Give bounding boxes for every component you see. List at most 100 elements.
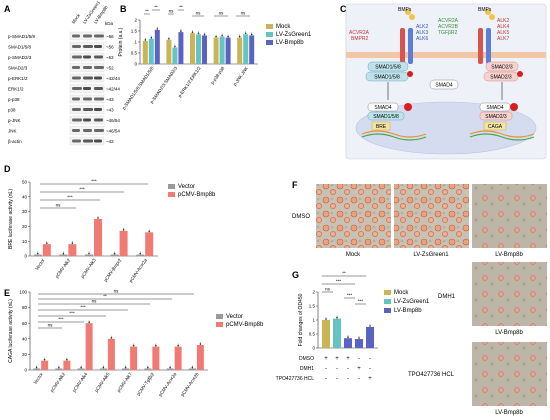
bar bbox=[188, 368, 196, 370]
right-alk-label: ALK7 bbox=[497, 36, 509, 42]
bar bbox=[33, 254, 42, 256]
blot-band bbox=[94, 45, 102, 48]
x-tick-label: p-p38:p38 bbox=[210, 65, 226, 85]
y-axis-label: BRE luciferase activity (nL) bbox=[8, 189, 14, 249]
smad158-label: SMAD1/5/8 bbox=[373, 114, 399, 120]
treatment-mark: - bbox=[369, 366, 371, 372]
x-tick-label: pCMV-Alk4 bbox=[71, 371, 88, 393]
data-point bbox=[221, 34, 223, 37]
treatment-mark: - bbox=[336, 366, 338, 372]
left-receptor-label: BMPR2 bbox=[351, 36, 368, 42]
data-point bbox=[347, 336, 349, 339]
bmps-label: BMPs bbox=[478, 7, 492, 13]
legend-swatch bbox=[216, 322, 223, 327]
bar bbox=[85, 254, 93, 256]
y-tick-label: 40 bbox=[22, 336, 28, 341]
bmp-ligand-icon bbox=[409, 14, 415, 20]
receptor-icon bbox=[478, 28, 483, 64]
blot-kda-value: ~56 bbox=[106, 34, 114, 39]
legend-label: Mock bbox=[276, 24, 291, 30]
significance-label: *** bbox=[58, 317, 64, 322]
blot-kda-value: ~46/54 bbox=[106, 129, 120, 134]
x-tick-label: Vector bbox=[33, 371, 45, 385]
legend-label: LV-ZsGreen1 bbox=[394, 299, 430, 305]
right-receptor-label: ACVR2A bbox=[438, 18, 459, 24]
data-point bbox=[191, 366, 194, 369]
significance-label: *** bbox=[347, 293, 353, 298]
significance-label: *** bbox=[80, 305, 86, 310]
data-point bbox=[215, 35, 217, 38]
blot-band bbox=[72, 45, 81, 48]
bar bbox=[94, 219, 102, 256]
x-tick-label: pCMV-Tgfβr2 bbox=[136, 371, 156, 396]
blot-row-label: β-actin bbox=[8, 139, 22, 144]
treatment-mark: + bbox=[324, 356, 328, 362]
significance-label: ns bbox=[169, 9, 175, 14]
dna-icon bbox=[469, 133, 535, 141]
bar bbox=[178, 32, 184, 64]
legend-label: Mock bbox=[394, 290, 409, 296]
data-point bbox=[168, 38, 170, 40]
dna-icon bbox=[469, 130, 535, 138]
smad23-label: SMAD2/3 bbox=[490, 75, 512, 81]
y-tick-label: 100 bbox=[19, 290, 27, 295]
significance-label: ns bbox=[56, 203, 62, 208]
data-point bbox=[177, 344, 179, 347]
significance-label: ns bbox=[48, 323, 54, 328]
panel-f-micrographs: DMSO Mock LV-ZsGreen1 LV-Bmp8b DMH1 TPO4… bbox=[292, 184, 547, 416]
data-point bbox=[139, 252, 141, 255]
bar bbox=[243, 34, 249, 64]
panel-a-blot: Mock LV-ZsGreen1 LV-Bmp8b kDa p-SMAD1/5/… bbox=[8, 0, 120, 146]
y-tick-label: 50 bbox=[22, 180, 28, 185]
y-tick-label: 1 bbox=[312, 318, 315, 323]
y-tick-label: 80 bbox=[22, 305, 28, 310]
legend-swatch bbox=[384, 308, 391, 313]
blot-band bbox=[72, 87, 82, 90]
blot-row-label: p-ERK1/2 bbox=[8, 76, 28, 81]
panel-letter-e: E bbox=[4, 288, 10, 298]
bmp-ligand-icon bbox=[485, 9, 491, 15]
legend-swatch bbox=[384, 299, 391, 304]
micrograph-tpo bbox=[472, 342, 547, 406]
data-point bbox=[174, 45, 176, 48]
x-tick-label: pCMV-Acvr2a bbox=[157, 371, 177, 397]
treatment-mark: - bbox=[358, 356, 360, 362]
micro-caption: LV-ZsGreen1 bbox=[413, 252, 449, 258]
bar bbox=[148, 38, 154, 64]
bar bbox=[344, 338, 352, 348]
treatment-mark: - bbox=[369, 356, 371, 362]
treatment-mark: - bbox=[325, 376, 327, 382]
data-point bbox=[244, 32, 247, 35]
smad23-label: SMAD2/3 bbox=[491, 65, 513, 71]
legend-label: LV-ZsGreen1 bbox=[276, 32, 312, 38]
treatment-mark: + bbox=[357, 366, 361, 372]
micro-right-label: TPO427736 HCL bbox=[408, 372, 455, 378]
x-tick-label: pCMV-Acvr2b bbox=[180, 371, 200, 397]
bar bbox=[172, 47, 178, 64]
significance-label: ** bbox=[145, 9, 149, 14]
significance-label: *** bbox=[67, 195, 73, 200]
smad23-box bbox=[485, 61, 519, 72]
bar bbox=[145, 232, 154, 256]
legend-swatch bbox=[384, 290, 391, 295]
blot-band bbox=[83, 55, 91, 59]
data-point bbox=[155, 344, 157, 347]
y-tick-label: 30 bbox=[22, 209, 28, 214]
panel-letter-a: A bbox=[4, 4, 11, 14]
treatment-mark: + bbox=[346, 356, 350, 362]
blot-kda-value: ~43 bbox=[106, 108, 114, 113]
data-point bbox=[191, 31, 194, 33]
y-tick-label: 1.5 bbox=[309, 304, 316, 309]
data-point bbox=[197, 32, 200, 35]
y-tick-label: 0 bbox=[24, 254, 27, 259]
blot-band bbox=[72, 76, 81, 80]
blot-band bbox=[72, 129, 80, 132]
bar bbox=[42, 244, 51, 256]
bar bbox=[142, 40, 148, 64]
smad4-box bbox=[367, 102, 399, 112]
y-tick-label: 0 bbox=[134, 62, 137, 67]
blot-kda-header: kDa bbox=[105, 21, 113, 26]
data-point bbox=[336, 316, 338, 319]
